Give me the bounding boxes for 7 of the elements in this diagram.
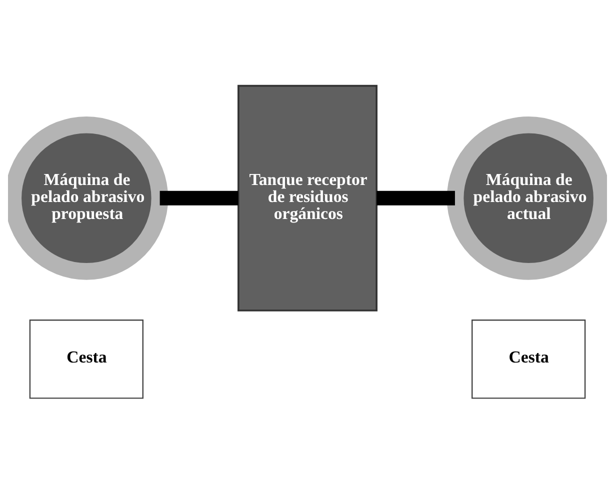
node-box: Tanque receptor de residuos orgánicos [238,84,378,311]
node-box: Cesta [29,319,144,398]
node-circle: Máquina de pelado abrasivo propuesta [8,116,168,280]
node-circle: Máquina de pelado abrasivo actual [446,116,607,280]
node-box: Cesta [472,319,586,398]
connector [160,190,238,205]
connector [376,190,455,205]
